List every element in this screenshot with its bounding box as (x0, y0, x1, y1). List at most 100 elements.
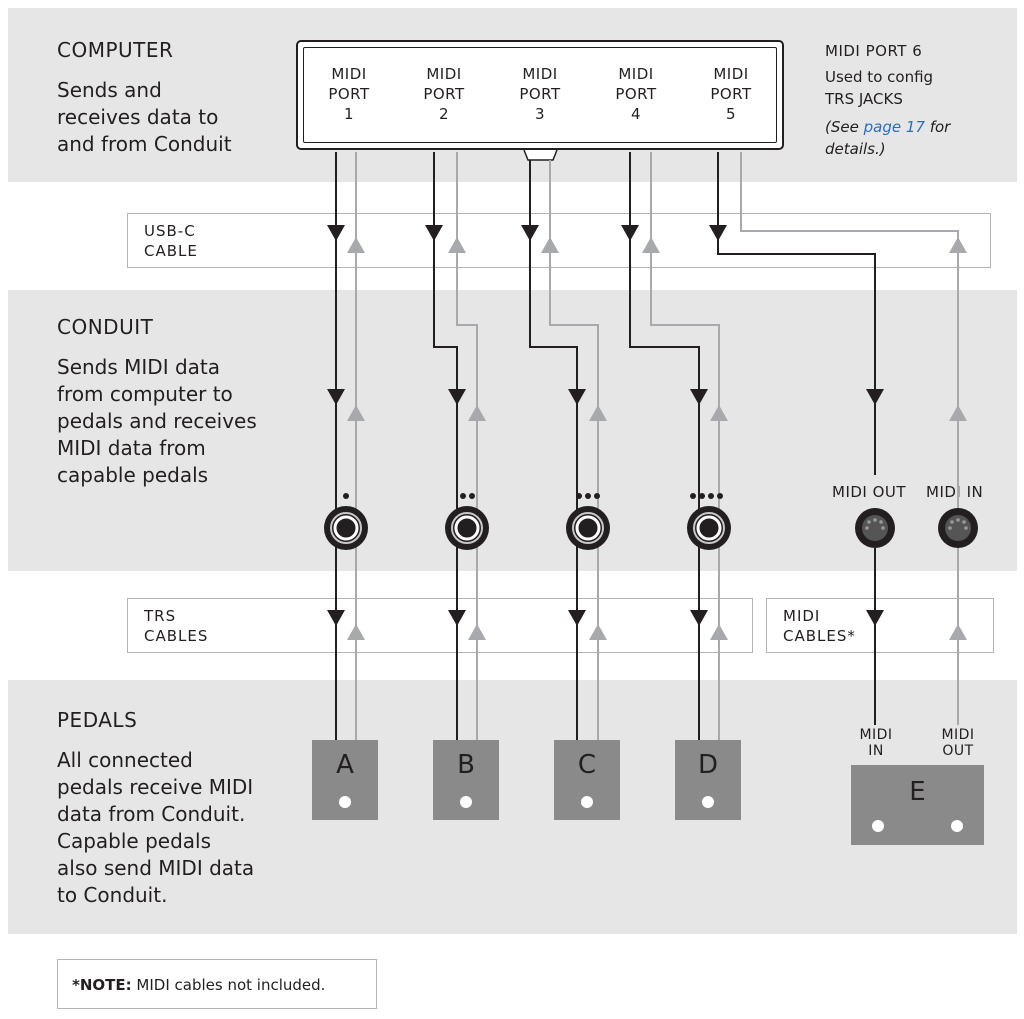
usb-connector (523, 149, 558, 161)
midi-port-6-title: MIDI PORT 6 (825, 42, 923, 60)
computer-description-line: receives data to (57, 105, 219, 129)
pedal-c: C (554, 740, 620, 820)
send-arrow (448, 389, 466, 405)
computer-title: COMPUTER (57, 38, 174, 62)
computer-description: Sends and receives data to and from Cond… (57, 77, 232, 158)
pedals-description-line: also send MIDI data (57, 856, 255, 880)
send-arrow (327, 225, 345, 241)
usb-cable-label-line: CABLE (144, 242, 198, 260)
receive-arrow (949, 405, 967, 421)
pedals-title: PEDALS (57, 708, 138, 732)
pedals-description: All connected pedals receive MIDI data f… (57, 747, 254, 909)
receive-arrow (949, 624, 967, 640)
send-arrow (568, 610, 586, 626)
send-arrow (866, 610, 884, 626)
receive-arrow (949, 237, 967, 253)
send-arrow (327, 610, 345, 626)
midi-cables-label: MIDI CABLES* (783, 606, 856, 646)
midi-cables-box (766, 598, 994, 653)
midi-in-jack[interactable] (938, 508, 978, 548)
computer-description-line: Sends and (57, 78, 162, 102)
midi-port-5-label: MIDI PORT 5 (710, 65, 752, 123)
trs-jack-2[interactable] (445, 506, 489, 550)
midi-port-4-label: MIDI PORT 4 (615, 65, 657, 123)
receive-arrow (589, 624, 607, 640)
trs-jack-4[interactable] (687, 506, 731, 550)
midi-out-jack-label: MIDI OUT (832, 483, 907, 501)
pedal-led-icon (702, 796, 714, 808)
pedals-description-line: All connected (57, 748, 193, 772)
receive-arrow (642, 237, 660, 253)
conduit-band (8, 290, 1017, 571)
pedal-letter: C (577, 750, 597, 780)
midi-port-2-label: MIDI PORT 2 (423, 65, 465, 123)
computer-device (296, 40, 784, 150)
receive-arrow (710, 624, 728, 640)
pedal-led-icon (339, 796, 351, 808)
midi-in-jack-label: MIDI IN (926, 483, 984, 501)
jack-indicator-dots (343, 493, 723, 499)
conduit-description: Sends MIDI data from computer to pedals … (57, 354, 257, 489)
receive-arrow (347, 624, 365, 640)
send-arrow (709, 225, 727, 241)
light-line-e (740, 152, 959, 510)
receive-arrow (710, 405, 728, 421)
receive-arrow (541, 237, 559, 253)
midi-port-3-label: MIDI PORT 3 (519, 65, 561, 123)
trs-jack-1[interactable] (324, 506, 368, 550)
conduit-title: CONDUIT (57, 315, 154, 339)
send-arrow (690, 389, 708, 405)
pedal-led-icon (581, 796, 593, 808)
note-suffix: details.) (825, 140, 886, 158)
trs-cables-box (127, 598, 753, 653)
receive-arrow (448, 237, 466, 253)
midi-port-6-note: (See page 17 for details.) (825, 116, 950, 160)
send-arrow (621, 225, 639, 241)
pedal-letter: E (909, 777, 926, 807)
conduit-description-line: MIDI data from (57, 436, 206, 460)
send-arrow (521, 225, 539, 241)
send-arrow (327, 389, 345, 405)
pedals-description-line: Capable pedals (57, 829, 212, 853)
receive-arrow (589, 405, 607, 421)
midi-port-1-label: MIDI PORT 1 (328, 65, 370, 123)
receive-arrow (347, 237, 365, 253)
pedal-a: A (312, 740, 378, 820)
usb-cable-label-line: USB-C (144, 222, 196, 240)
trs-cables-label: TRS CABLES (144, 606, 208, 646)
pedal-e-midi-in-label: MIDI IN (859, 727, 893, 759)
note-prefix: (See (825, 118, 864, 136)
conduit-description-line: Sends MIDI data (57, 355, 221, 379)
note-body: MIDI cables not included. (131, 976, 326, 994)
pedal-letter: B (457, 750, 475, 780)
computer-screen (303, 47, 777, 143)
note-text: *NOTE: MIDI cables not included. (72, 976, 325, 994)
pedals-description-line: data from Conduit. (57, 802, 246, 826)
send-arrow (568, 389, 586, 405)
midi-port-6-description: Used to config TRS JACKS (825, 68, 934, 108)
pedals-band (8, 680, 1017, 934)
pedal-letter: A (336, 750, 354, 780)
pedal-e: E (851, 765, 984, 845)
usb-cable-label: USB-C CABLE (144, 221, 198, 261)
note-box: *NOTE: MIDI cables not included. (57, 959, 377, 1009)
note-mid: for (924, 118, 951, 136)
midi-out-jack[interactable] (855, 508, 895, 548)
pedal-led-icon (460, 796, 472, 808)
send-arrow (866, 389, 884, 405)
dark-line-e (717, 152, 876, 475)
trs-cables-label-line: CABLES (144, 627, 209, 645)
send-arrow (690, 610, 708, 626)
receive-arrow (468, 624, 486, 640)
pedal-e-midi-out-label: MIDI OUT (941, 727, 975, 759)
pedal-b: B (433, 740, 499, 820)
page-17-link[interactable]: page 17 (863, 118, 925, 136)
trs-jack-3[interactable] (566, 506, 610, 550)
conduit-description-line: from computer to (57, 382, 233, 406)
receive-arrow (468, 405, 486, 421)
conduit-description-line: capable pedals (57, 463, 209, 487)
send-arrow (448, 610, 466, 626)
pedal-led-icon (951, 820, 963, 832)
midi-cables-label-line: CABLES* (783, 627, 856, 645)
